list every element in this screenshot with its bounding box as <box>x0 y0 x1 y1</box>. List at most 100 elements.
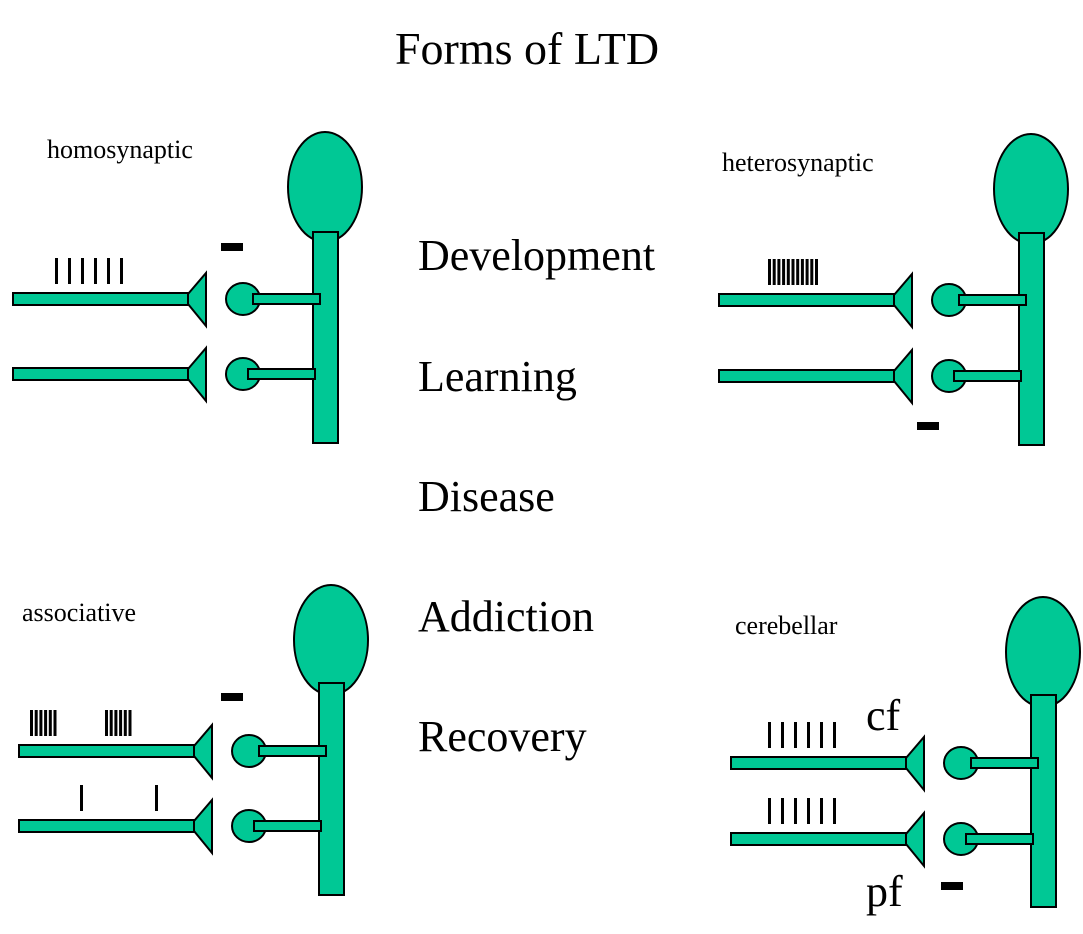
postsynaptic-soma <box>1005 596 1081 708</box>
presynaptic-axon <box>718 293 895 307</box>
spike-tick <box>39 710 43 736</box>
depression-minus-icon <box>221 243 243 251</box>
spike-tick <box>807 722 810 748</box>
fiber-label-pf: pf <box>866 867 903 916</box>
presynaptic-axon <box>730 832 907 846</box>
spike-train <box>80 785 83 811</box>
panel-heterosynaptic: heterosynaptic <box>718 133 1069 446</box>
spike-tick <box>807 798 810 824</box>
presynaptic-axon <box>12 292 189 306</box>
dendrite-shaft <box>1030 694 1057 908</box>
spike-tick <box>120 258 123 284</box>
depression-minus-icon <box>941 882 963 890</box>
spike-tick <box>833 722 836 748</box>
presynaptic-axon <box>18 744 195 758</box>
panel-homosynaptic: homosynaptic <box>12 131 363 444</box>
outcome-disease: Disease <box>418 472 555 521</box>
panel-label: heterosynaptic <box>722 148 874 177</box>
presynaptic-axon <box>12 367 189 381</box>
spike-tick <box>800 259 804 285</box>
presynaptic-terminal <box>193 722 213 781</box>
spike-tick <box>781 798 784 824</box>
dendritic-spine-neck <box>970 757 1039 769</box>
spike-train <box>30 710 57 736</box>
outcome-addiction: Addiction <box>418 592 594 641</box>
spike-tick <box>781 722 784 748</box>
spike-tick <box>805 259 809 285</box>
presynaptic-axon <box>718 369 895 383</box>
panel-label: cerebellar <box>735 611 838 640</box>
dendrite-shaft <box>318 682 345 896</box>
spike-tick <box>772 259 776 285</box>
dendrite-shaft <box>312 231 339 444</box>
spike-tick <box>782 259 786 285</box>
spike-tick <box>820 798 823 824</box>
outcome-development: Development <box>418 231 655 280</box>
spike-tick <box>796 259 800 285</box>
depression-minus-icon <box>917 422 939 430</box>
spike-tick <box>48 710 52 736</box>
postsynaptic-soma <box>287 131 363 243</box>
outcome-recovery: Recovery <box>418 712 587 761</box>
presynaptic-axon <box>730 756 907 770</box>
spike-tick <box>815 259 818 285</box>
spike-tick <box>81 258 84 284</box>
spike-tick <box>94 258 97 284</box>
spike-tick <box>119 710 123 736</box>
spike-tick <box>820 722 823 748</box>
spike-tick <box>786 259 790 285</box>
presynaptic-terminal <box>905 734 925 793</box>
spike-tick <box>114 710 118 736</box>
spike-tick <box>105 710 108 736</box>
presynaptic-terminal <box>893 271 913 330</box>
dendritic-spine-neck <box>958 294 1027 306</box>
spike-train <box>55 258 123 284</box>
postsynaptic-soma <box>293 584 369 696</box>
spike-tick <box>34 710 38 736</box>
outcome-learning: Learning <box>418 352 577 401</box>
spike-train <box>768 259 818 285</box>
spike-train <box>105 710 132 736</box>
presynaptic-terminal <box>905 810 925 869</box>
panel-label: associative <box>22 598 136 627</box>
dendritic-spine-neck <box>965 833 1034 845</box>
spike-tick <box>109 710 113 736</box>
presynaptic-terminal <box>187 345 207 404</box>
panel-label: homosynaptic <box>47 135 193 164</box>
spike-train <box>768 798 836 824</box>
slide-title: Forms of LTD <box>395 23 659 74</box>
dendrite-shaft <box>1018 232 1045 446</box>
panel-cerebellar: cerebellar cf pf <box>730 596 1081 916</box>
spike-tick <box>768 259 771 285</box>
spike-tick <box>68 258 71 284</box>
fiber-label-cf: cf <box>866 691 901 740</box>
dendritic-spine-neck <box>953 370 1022 382</box>
spike-tick <box>777 259 781 285</box>
spike-tick <box>128 710 132 736</box>
spike-tick <box>155 785 158 811</box>
spike-tick <box>794 722 797 748</box>
spike-tick <box>810 259 814 285</box>
spike-tick <box>123 710 127 736</box>
dendritic-spine-neck <box>247 368 316 380</box>
spike-tick <box>794 798 797 824</box>
depression-minus-icon <box>221 693 243 701</box>
spike-tick <box>44 710 48 736</box>
postsynaptic-soma <box>993 133 1069 245</box>
presynaptic-axon <box>18 819 195 833</box>
presynaptic-terminal <box>193 797 213 856</box>
spike-tick <box>791 259 795 285</box>
spike-train <box>155 785 158 811</box>
spike-tick <box>768 722 771 748</box>
spike-tick <box>80 785 83 811</box>
dendritic-spine-neck <box>258 745 327 757</box>
presynaptic-terminal <box>187 270 207 329</box>
spike-tick <box>53 710 57 736</box>
spike-tick <box>833 798 836 824</box>
spike-tick <box>55 258 58 284</box>
spike-tick <box>107 258 110 284</box>
dendritic-spine-neck <box>252 293 321 305</box>
dendritic-spine-neck <box>253 820 322 832</box>
outcomes-list: Development Learning Disease Addiction R… <box>418 231 655 761</box>
